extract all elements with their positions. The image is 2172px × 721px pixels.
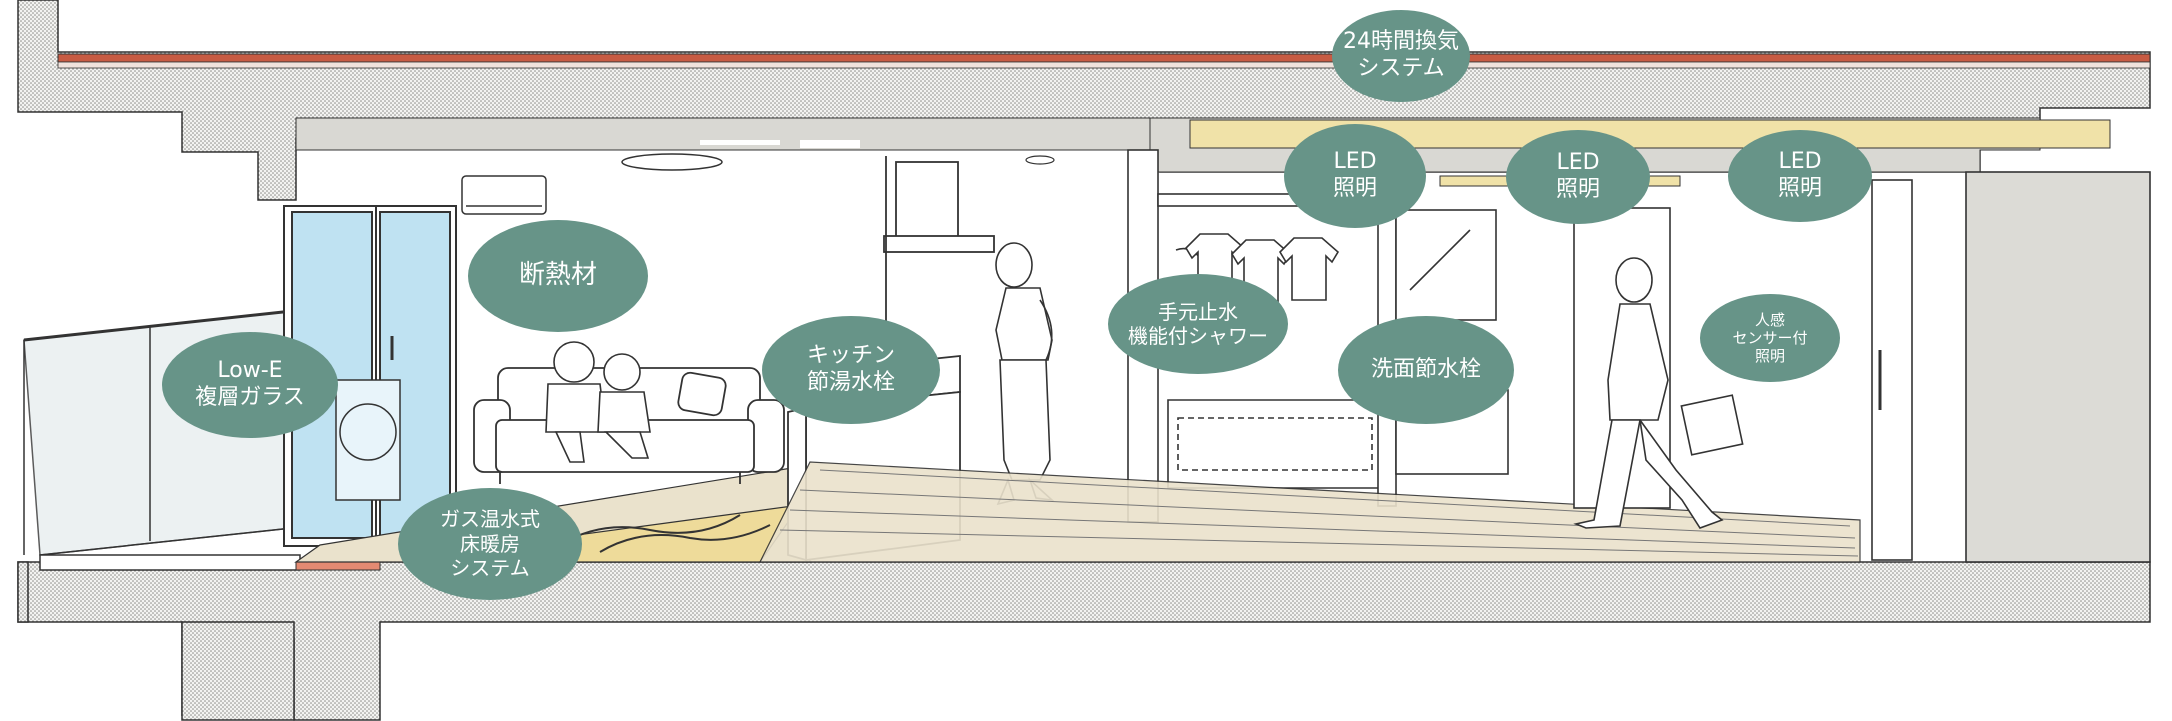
floor-boards bbox=[779, 469, 1859, 557]
bubble-ventilation-line-1: 24時間換気 bbox=[1343, 29, 1459, 55]
bubble-motion-sensor-line-3: 照明 bbox=[1754, 347, 1785, 366]
bubble-kitchen-faucet-line-2: 節湯水栓 bbox=[806, 370, 895, 395]
bubble-washbasin-faucet: 洗面節水栓 bbox=[1338, 316, 1514, 424]
bubble-ventilation-line-2: システム bbox=[1357, 56, 1445, 81]
bubble-led-2: LED 照明 bbox=[1506, 130, 1650, 224]
bubble-motion-sensor: 人感 センサー付 照明 bbox=[1700, 294, 1840, 382]
bubble-led-2-line-1: LED bbox=[1556, 150, 1600, 176]
bubble-kitchen-faucet-line-1: キッチン bbox=[806, 343, 895, 369]
bubble-low-e-glass-line-1: Low-E bbox=[217, 358, 283, 384]
bubble-low-e-glass: Low-E 複層ガラス bbox=[162, 332, 338, 438]
floor-heat-source bbox=[295, 561, 381, 571]
bubble-led-1-line-2: 照明 bbox=[1332, 176, 1377, 201]
bubble-ventilation: 24時間換気 システム bbox=[1332, 10, 1470, 102]
bubble-floor-heating-line-2: 床暖房 bbox=[460, 531, 520, 556]
bubble-led-2-line-2: 照明 bbox=[1555, 177, 1600, 202]
bubble-shower: 手元止水 機能付シャワー bbox=[1108, 274, 1288, 374]
woman-figure bbox=[995, 242, 1055, 506]
washing-machine bbox=[335, 379, 401, 501]
bubble-shower-line-1: 手元止水 bbox=[1158, 299, 1238, 324]
ceiling-light bbox=[621, 153, 723, 171]
bubble-shower-line-2: 機能付シャワー bbox=[1128, 324, 1268, 348]
bubble-motion-sensor-line-1: 人感 bbox=[1754, 310, 1785, 329]
children-figures bbox=[545, 341, 651, 463]
businessman-figure bbox=[1573, 257, 1744, 529]
bubble-insulation-line-1: 断熱材 bbox=[518, 260, 597, 291]
bubble-floor-heating: ガス温水式 床暖房 システム bbox=[398, 488, 582, 600]
bubble-motion-sensor-line-2: センサー付 bbox=[1732, 328, 1808, 347]
roof-membrane bbox=[57, 53, 2151, 63]
downlight bbox=[1025, 155, 1055, 165]
bubble-floor-heating-line-1: ガス温水式 bbox=[440, 507, 540, 532]
bubble-led-1-line-1: LED bbox=[1333, 149, 1377, 175]
corridor-floor bbox=[759, 461, 1861, 563]
bubble-led-1: LED 照明 bbox=[1284, 124, 1426, 228]
roof-topping bbox=[57, 61, 2151, 69]
bubble-insulation: 断熱材 bbox=[468, 220, 648, 332]
bubble-led-3-line-2: 照明 bbox=[1777, 176, 1822, 201]
air-conditioner bbox=[461, 175, 547, 215]
bubble-led-3-line-1: LED bbox=[1778, 149, 1822, 175]
bubble-led-3: LED 照明 bbox=[1728, 130, 1872, 222]
bubble-washbasin-faucet-line-1: 洗面節水栓 bbox=[1370, 356, 1481, 382]
bubble-kitchen-faucet: キッチン 節湯水栓 bbox=[762, 316, 940, 424]
bubble-floor-heating-line-3: システム bbox=[450, 556, 530, 581]
bubble-low-e-glass-line-2: 複層ガラス bbox=[195, 385, 305, 410]
